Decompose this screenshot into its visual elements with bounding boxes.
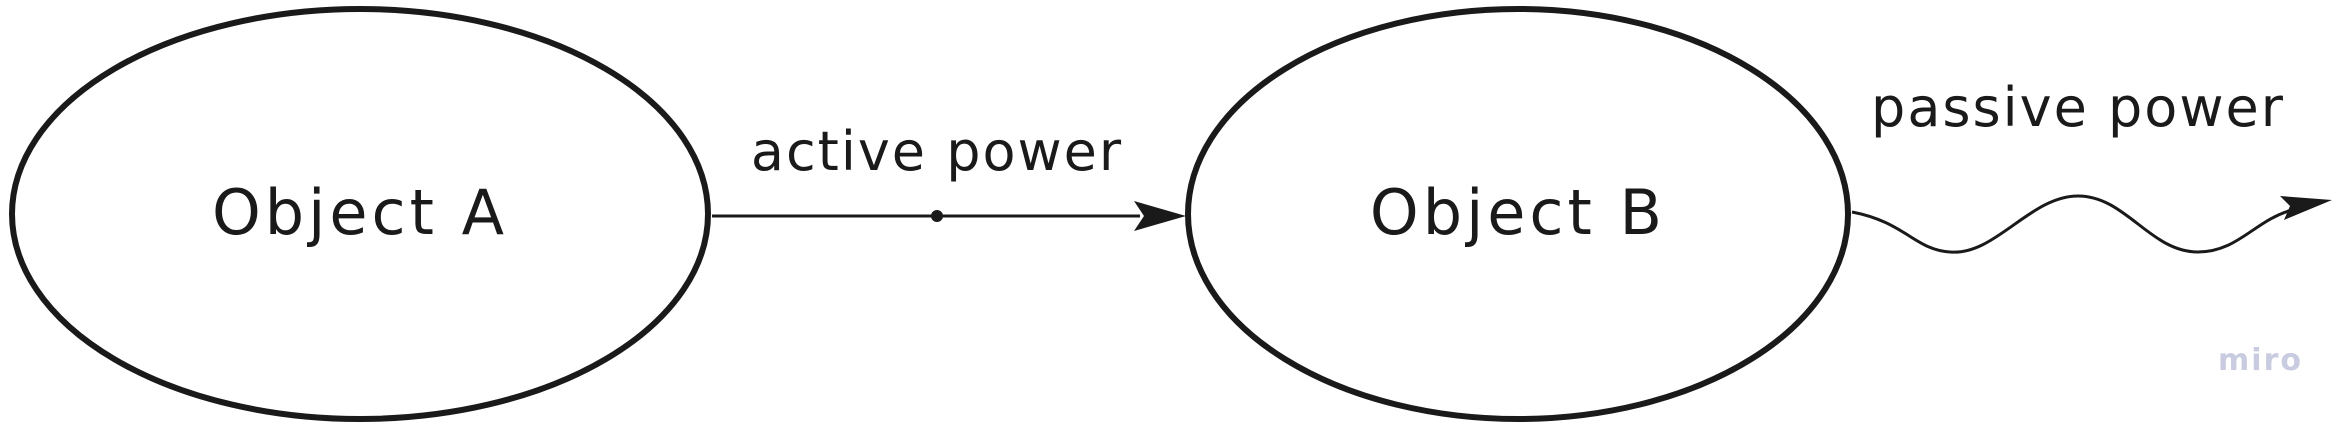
passive-power-arrowhead	[2280, 196, 2332, 220]
object-a-label: Object A	[212, 176, 508, 249]
edge-passive-power[interactable]: passive power	[1851, 76, 2332, 254]
active-power-label: active power	[751, 120, 1123, 183]
object-b-label: Object B	[1370, 176, 1666, 249]
node-object-b[interactable]: Object B	[1185, 6, 1851, 422]
object-b-ellipse	[1185, 6, 1851, 422]
edge-active-power[interactable]: active power	[712, 120, 1186, 231]
miro-watermark: miro	[2218, 343, 2303, 378]
active-power-arrowhead	[1134, 201, 1186, 231]
passive-power-wave	[1851, 194, 2293, 254]
node-object-a[interactable]: Object A	[9, 6, 711, 422]
passive-power-label: passive power	[1871, 76, 2285, 139]
object-a-ellipse	[9, 6, 711, 422]
active-power-midpoint-dot	[931, 210, 943, 222]
